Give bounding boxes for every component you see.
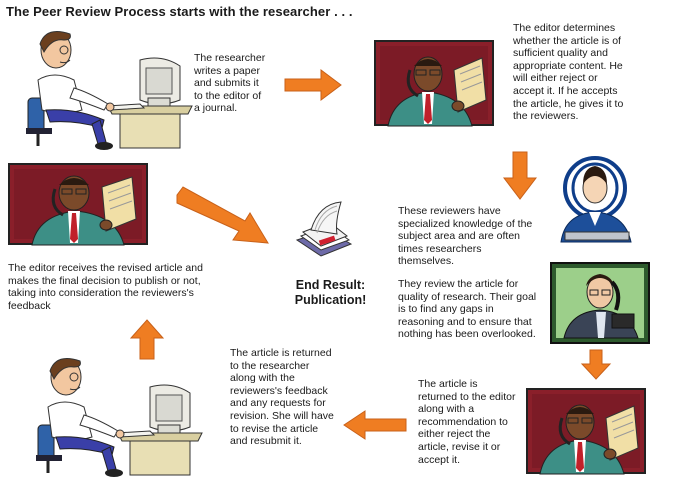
end-result-label: End Result: Publication! [294,278,367,307]
page-title: The Peer Review Process starts with the … [6,4,353,19]
editor-reading-image [374,40,494,127]
reviewer-woman-image [560,156,632,243]
step-reviewers-review: They review the article for quality of r… [398,278,537,341]
researcher-at-computer-image-2 [36,358,203,477]
arrow-down-icon-2 [580,349,612,380]
arrow-diagonal-icon [176,186,269,244]
arrow-right-icon [284,69,342,101]
step-editor-final-decision: The editor receives the revised article … [8,262,203,312]
step-researcher-writes: The researcher writes a paper and submit… [194,52,266,115]
researcher-at-computer-image [26,31,193,150]
arrow-down-icon [502,151,538,200]
step-returned-to-editor: The article is returned to the editor al… [418,378,516,466]
publication-icon [295,201,353,257]
step-reviewers-knowledge: These reviewers have specialized knowled… [398,205,533,268]
reviewer-man-phone-image [550,262,650,344]
arrow-left-icon [343,410,407,440]
editor-reading-image-3 [8,163,148,246]
step-editor-determines: The editor determines whether the articl… [513,22,624,123]
editor-reading-image-2 [526,388,646,475]
arrow-up-icon [129,319,165,360]
step-returned-to-researcher: The article is returned to the researche… [230,347,334,448]
